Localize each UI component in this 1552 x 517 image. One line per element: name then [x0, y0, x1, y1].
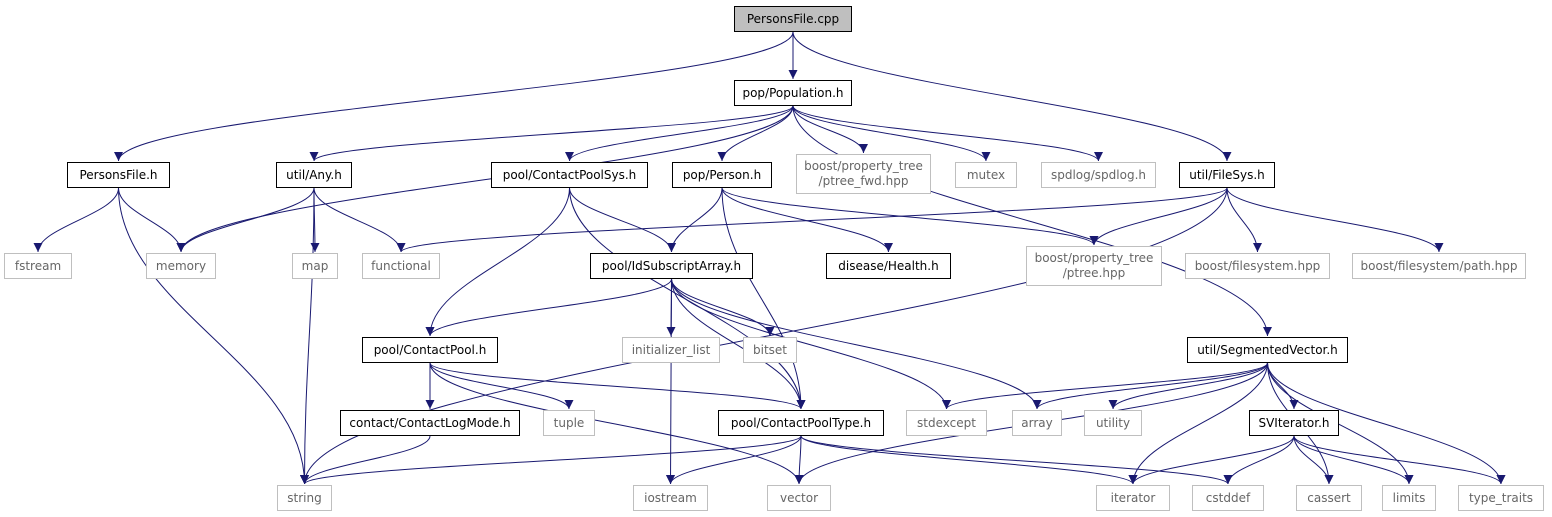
node-limits[interactable]: limits: [1382, 485, 1436, 511]
edge-pool-contactpool-h-to-pool-contactpooltype-h: [429, 362, 806, 410]
edge-pool-contactpool-h-to-vector: [429, 362, 804, 485]
edge-pool-idsubscriptarray-h-to-array: [671, 278, 1042, 410]
node-util-filesys-h[interactable]: util/FileSys.h: [1179, 162, 1275, 188]
node-mutex[interactable]: mutex: [955, 162, 1017, 188]
node-functional[interactable]: functional: [362, 253, 440, 279]
edge-personsfile-h-to-memory: [118, 187, 186, 253]
node-vector[interactable]: vector: [767, 485, 831, 511]
node-boost-ptree-line-1: boost/property_tree: [1034, 251, 1154, 265]
node-stdexcept[interactable]: stdexcept: [906, 410, 987, 436]
edge-pop-population-h-to-mutex: [792, 105, 991, 162]
node-pop-population-h[interactable]: pop/Population.h: [734, 80, 852, 106]
edge-pool-contactpooltype-h-to-iterator: [800, 435, 1138, 485]
edge-util-any-h-to-functional: [313, 187, 406, 253]
edge-util-segmentedvector-h-to-iterator: [1128, 362, 1268, 485]
edge-util-any-h-to-string: [300, 187, 315, 485]
edge-pop-person-h-to-boost-ptree: [721, 187, 1099, 246]
edge-personsfile-cpp-to-personsfile-h: [114, 31, 794, 162]
node-cassert[interactable]: cassert: [1296, 485, 1362, 511]
edge-util-filesys-h-to-boost-filesystem: [1226, 187, 1262, 253]
node-util-any-h[interactable]: util/Any.h: [276, 162, 352, 188]
edge-sviterator-h-to-type-traits: [1293, 435, 1506, 485]
node-pool-contactpooltype-h[interactable]: pool/ContactPoolType.h: [718, 410, 884, 436]
node-fstream[interactable]: fstream: [4, 253, 72, 279]
node-boost-filesystem-path-hpp[interactable]: boost/filesystem/path.hpp: [1352, 253, 1526, 279]
edge-pool-idsubscriptarray-h-to-pool-contactpooltype-h: [671, 278, 806, 410]
node-tuple[interactable]: tuple: [543, 410, 595, 436]
edge-pop-population-h-to-spdlog-h: [792, 105, 1103, 162]
edge-util-segmentedvector-h-to-utility: [1108, 362, 1268, 410]
edge-pop-population-h-to-util-any-h: [309, 105, 794, 162]
node-initializer-list[interactable]: initializer_list: [622, 337, 720, 363]
edge-contact-contactlogmode-h-to-string: [300, 435, 431, 485]
node-map[interactable]: map: [292, 253, 338, 279]
edge-util-segmentedvector-h-to-stdexcept: [942, 362, 1268, 410]
node-utility[interactable]: utility: [1084, 410, 1142, 436]
edge-pool-contactpool-h-to-tuple: [429, 362, 574, 410]
edge-pop-population-h-to-pool-contactpoolsys-h: [565, 105, 794, 162]
edge-pop-population-h-to-boost-ptree-fwd: [792, 105, 868, 154]
edge-pool-contactpooltype-h-to-iostream: [666, 435, 802, 485]
node-boost-ptree-fwd-hpp[interactable]: boost/property_tree /ptree_fwd.hpp: [796, 154, 931, 194]
edge-personsfile-cpp-to-util-filesys-h: [792, 31, 1232, 162]
node-memory[interactable]: memory: [146, 253, 216, 279]
node-iterator[interactable]: iterator: [1096, 485, 1170, 511]
edge-util-segmentedvector-h-to-type-traits: [1267, 362, 1506, 485]
node-boost-ptree-hpp[interactable]: boost/property_tree /ptree.hpp: [1026, 246, 1162, 286]
edge-sviterator-h-to-iterator: [1128, 435, 1295, 485]
node-personsfile-h[interactable]: PersonsFile.h: [67, 162, 170, 188]
edge-pop-person-h-to-pool-contactpooltype-h: [721, 187, 806, 410]
node-pop-person-h[interactable]: pop/Person.h: [672, 162, 772, 188]
node-iostream[interactable]: iostream: [633, 485, 708, 511]
node-sviterator-h[interactable]: SVIterator.h: [1249, 410, 1339, 436]
edge-pool-idsubscriptarray-h-to-pool-contactpool-h: [425, 278, 672, 337]
edge-personsfile-h-to-fstream: [33, 187, 119, 253]
edge-pool-contactpoolsys-h-to-pool-contactpool-h: [425, 187, 570, 337]
edge-util-any-h-to-memory: [176, 187, 315, 253]
node-boost-filesystem-hpp[interactable]: boost/filesystem.hpp: [1185, 253, 1330, 279]
edge-pool-idsubscriptarray-h-to-iostream: [666, 278, 676, 485]
edge-pool-idsubscriptarray-h-to-bitset: [671, 278, 775, 337]
edge-pop-population-h-to-util-segmentedvector-h: [792, 105, 1272, 337]
edge-pool-contactpooltype-h-to-vector: [794, 435, 804, 485]
node-util-segmentedvector-h[interactable]: util/SegmentedVector.h: [1187, 337, 1348, 363]
edge-pool-contactpoolsys-h-to-pool-idsubscriptarray-h: [569, 187, 676, 253]
node-cstddef[interactable]: cstddef: [1192, 485, 1264, 511]
node-pool-contactpoolsys-h[interactable]: pool/ContactPoolSys.h: [491, 162, 648, 188]
node-array[interactable]: array: [1012, 410, 1062, 436]
edge-pool-idsubscriptarray-h-to-stdexcept: [671, 278, 951, 410]
node-spdlog-h[interactable]: spdlog/spdlog.h: [1041, 162, 1156, 188]
node-type-traits[interactable]: type_traits: [1458, 485, 1544, 511]
edge-util-filesys-h-to-boost-filesystem-path: [1226, 187, 1444, 253]
edge-pop-person-h-to-pool-idsubscriptarray-h: [667, 187, 723, 253]
edge-personsfile-h-to-string: [118, 187, 309, 485]
node-string[interactable]: string: [277, 485, 332, 511]
node-pool-idsubscriptarray-h[interactable]: pool/IdSubscriptArray.h: [590, 253, 753, 279]
node-personsfile-cpp[interactable]: PersonsFile.cpp: [734, 6, 852, 32]
edge-sviterator-h-to-cassert: [1293, 435, 1334, 485]
node-pool-contactpool-h[interactable]: pool/ContactPool.h: [362, 337, 498, 363]
edge-pop-person-h-to-disease-health-h: [721, 187, 893, 253]
node-boost-ptree-line-2: /ptree.hpp: [1062, 266, 1126, 280]
edge-util-filesys-h-to-boost-ptree: [1089, 187, 1228, 246]
node-boost-ptree-fwd-line-1: boost/property_tree: [804, 159, 923, 173]
edge-sviterator-h-to-limits: [1293, 435, 1414, 485]
node-bitset[interactable]: bitset: [743, 337, 797, 363]
edge-pool-contactpooltype-h-to-string: [300, 435, 802, 485]
edge-pool-contactpooltype-h-to-cstddef: [800, 435, 1233, 485]
node-boost-ptree-fwd-line-2: /ptree_fwd.hpp: [818, 174, 909, 188]
node-contact-contactlogmode-h[interactable]: contact/ContactLogMode.h: [340, 410, 520, 436]
edge-util-segmentedvector-h-to-array: [1032, 362, 1268, 410]
edge-pop-population-h-to-memory: [176, 105, 794, 253]
edge-util-filesys-h-to-functional: [396, 187, 1228, 253]
node-disease-health-h[interactable]: disease/Health.h: [826, 253, 951, 279]
edge-sviterator-h-to-cstddef: [1223, 435, 1295, 485]
edge-util-filesys-h-to-string: [300, 187, 1228, 485]
